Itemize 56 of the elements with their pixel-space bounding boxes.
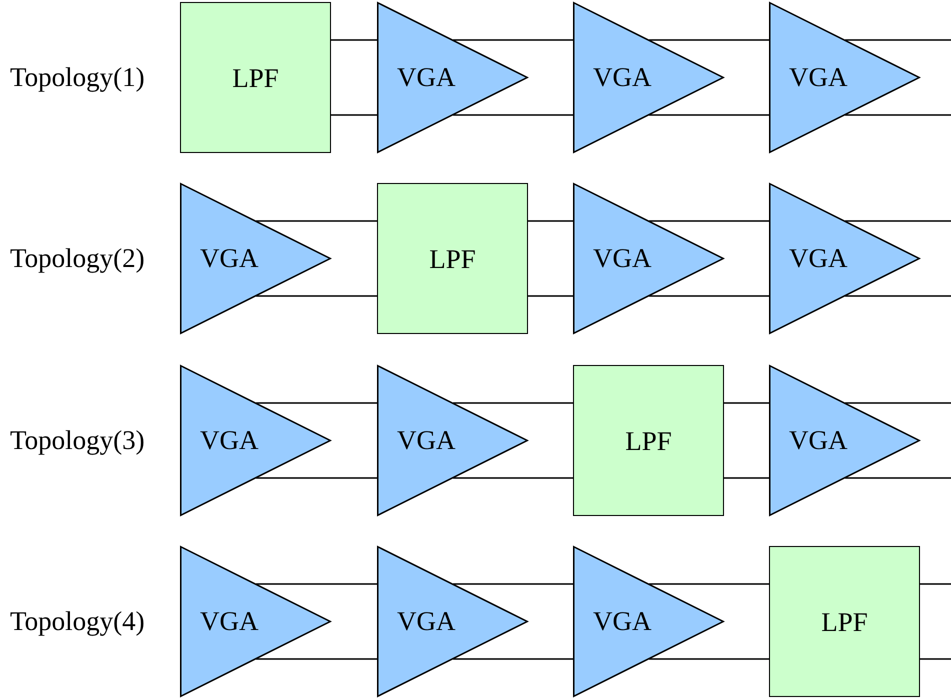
signal-line [649, 583, 769, 585]
block-label: VGA [789, 427, 848, 454]
signal-line [920, 583, 951, 585]
block-label: VGA [789, 64, 848, 91]
signal-line [920, 658, 951, 660]
block-label: VGA [200, 245, 258, 272]
block-label: LPF [624, 428, 673, 455]
block-label: LPF [428, 246, 477, 273]
signal-line [845, 402, 951, 404]
block-label: VGA [789, 245, 848, 272]
block-label: LPF [820, 609, 869, 636]
block-label: VGA [397, 608, 456, 635]
signal-line [256, 658, 377, 660]
block-label: VGA [200, 608, 258, 635]
block-label: VGA [593, 608, 652, 635]
signal-line [649, 295, 769, 297]
signal-line [724, 402, 769, 404]
signal-line [331, 114, 377, 116]
filter-box [573, 365, 724, 516]
signal-line [453, 39, 573, 41]
row-label: Topology(1) [10, 64, 145, 91]
signal-line [649, 39, 769, 41]
block-label: VGA [397, 64, 456, 91]
signal-line [845, 114, 951, 116]
filter-box [180, 2, 331, 153]
filter-box [377, 183, 528, 334]
block-label: VGA [397, 427, 456, 454]
block-label: LPF [231, 65, 280, 92]
signal-line [453, 402, 573, 404]
signal-line [649, 658, 769, 660]
signal-line [256, 295, 377, 297]
filter-box [769, 546, 920, 697]
row-label: Topology(2) [10, 245, 145, 272]
signal-line [453, 658, 573, 660]
signal-line [256, 220, 377, 222]
signal-line [256, 477, 377, 479]
block-label: VGA [593, 64, 652, 91]
signal-line [528, 295, 573, 297]
signal-line [845, 295, 951, 297]
row-label: Topology(4) [10, 608, 145, 635]
signal-line [256, 402, 377, 404]
signal-line [528, 220, 573, 222]
signal-line [845, 477, 951, 479]
block-label: VGA [593, 245, 652, 272]
signal-line [845, 39, 951, 41]
signal-line [453, 477, 573, 479]
signal-line [845, 220, 951, 222]
row-label: Topology(3) [10, 427, 145, 454]
signal-line [453, 114, 573, 116]
signal-line [453, 583, 573, 585]
signal-line [724, 477, 769, 479]
block-label: VGA [200, 427, 258, 454]
signal-line [256, 583, 377, 585]
signal-line [649, 220, 769, 222]
signal-line [331, 39, 377, 41]
signal-line [649, 114, 769, 116]
